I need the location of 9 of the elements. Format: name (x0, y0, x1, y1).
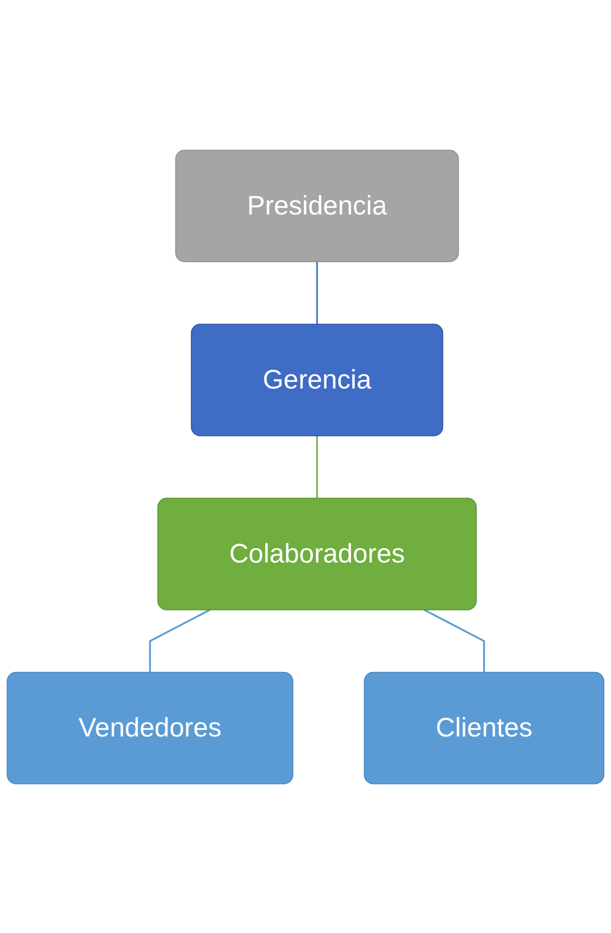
node-box: Presidencia (175, 149, 459, 262)
connector (149, 608, 210, 672)
connector (424, 608, 485, 672)
connector (316, 261, 318, 324)
node-box: Vendedores (6, 671, 294, 784)
node-box: Clientes (364, 671, 604, 784)
connector (316, 435, 318, 498)
node-box: Gerencia (190, 323, 444, 436)
node-box: Colaboradores (157, 497, 477, 610)
